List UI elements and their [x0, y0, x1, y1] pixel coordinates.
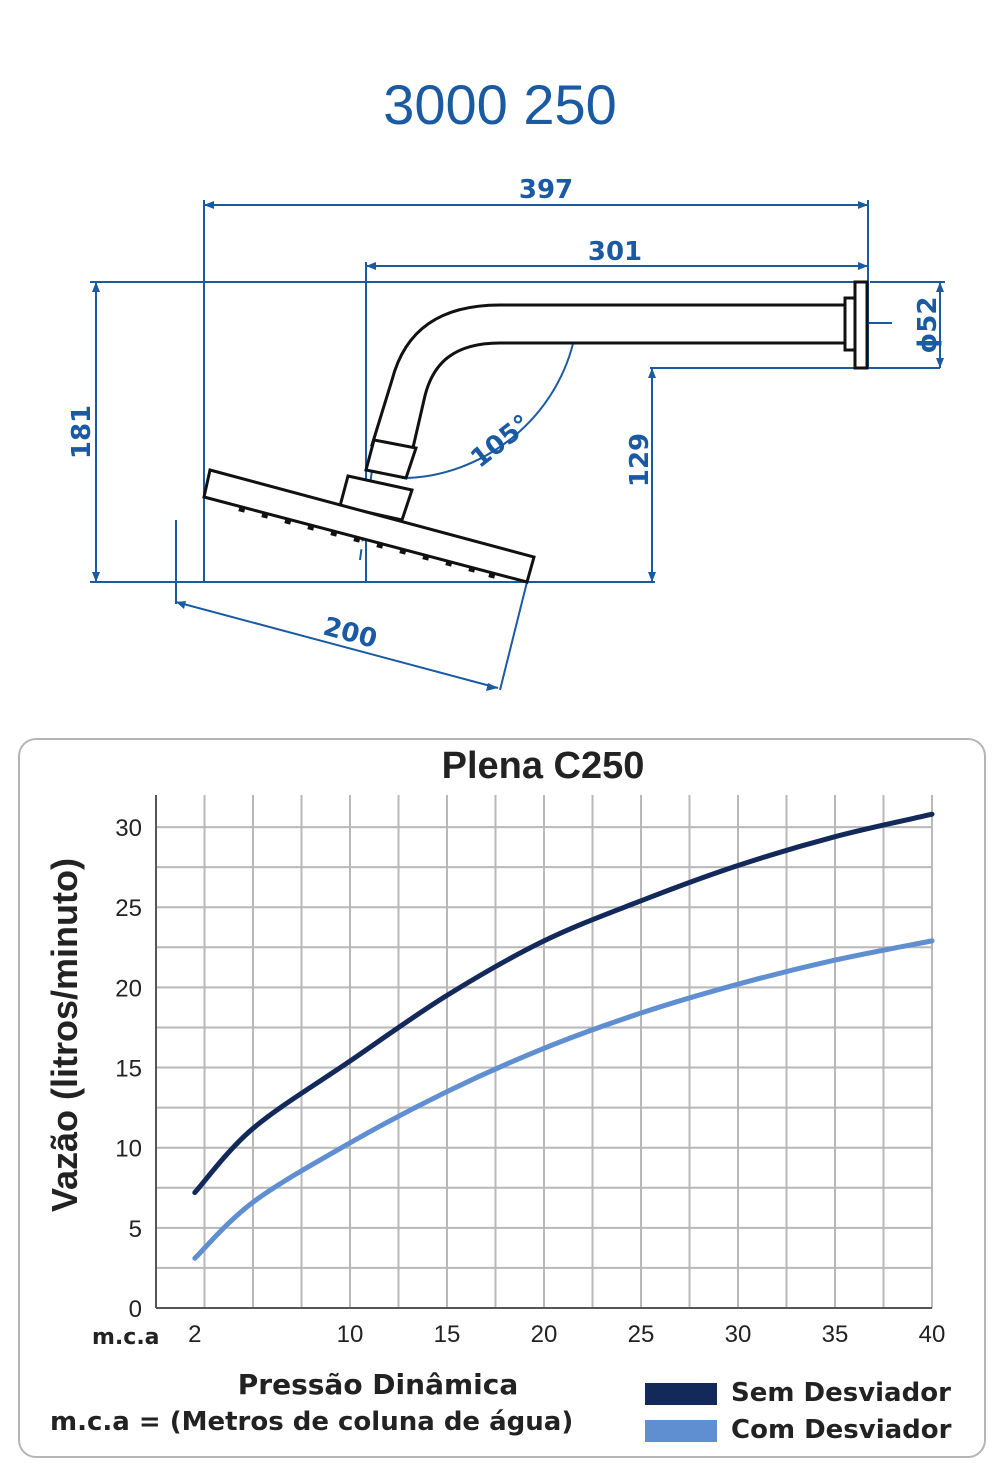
- y-tick-label: 30: [115, 815, 142, 842]
- x-tick-label: 20: [531, 1321, 558, 1348]
- shower-nozzles: [238, 506, 496, 579]
- y-axis-label-wrap: Vazão (litros/minuto): [20, 800, 110, 1270]
- legend-swatch-sem-desviador: [645, 1383, 717, 1405]
- unit-footnote: m.c.a = (Metros de coluna de água): [50, 1407, 574, 1437]
- y-tick-label: 15: [115, 1056, 142, 1083]
- dim-line-200: [175, 601, 499, 689]
- product-code: 3000 250: [383, 73, 617, 136]
- y-tick-label: 25: [115, 895, 142, 922]
- x-tick-label: 10: [337, 1321, 364, 1348]
- dim-diameter: ϕ52: [913, 297, 943, 354]
- x-axis-unit: m.c.a: [92, 1325, 160, 1350]
- wall-flange: [853, 280, 869, 370]
- series-line-sem-desviador: [192, 811, 935, 1196]
- legend-label-com-desviador: Com Desviador: [731, 1415, 952, 1445]
- x-tick-label: 40: [919, 1321, 946, 1348]
- ball-joint: [364, 438, 418, 480]
- x-axis-label: Pressão Dinâmica: [237, 1368, 519, 1401]
- chart-grid: [155, 795, 933, 1309]
- x-tick-label: 25: [628, 1321, 655, 1348]
- legend-label-sem-desviador: Sem Desviador: [731, 1378, 951, 1408]
- dim-arm-length: 301: [588, 237, 642, 267]
- series-line-com-desviador: [192, 938, 935, 1261]
- chart-panel: [18, 738, 986, 1458]
- dim-total-height: 181: [67, 405, 97, 459]
- arrowheads: [92, 201, 944, 691]
- chart-title: Plena C250: [441, 745, 645, 787]
- x-tick-label: 30: [725, 1321, 752, 1348]
- legend-swatch-com-desviador: [645, 1420, 717, 1442]
- x-axis-ticks: 2 10 15 20 25 30 35 40: [188, 1321, 945, 1348]
- x-tick-label: 35: [822, 1321, 849, 1348]
- dim-total-length: 397: [519, 175, 573, 205]
- y-axis-label: Vazão (litros/minuto): [44, 857, 85, 1213]
- shower-head: [202, 468, 536, 584]
- angle-arc: [401, 329, 577, 479]
- technical-drawing: 397 301 181 129 ϕ52 105° 200: [67, 175, 945, 691]
- y-tick-label: 20: [115, 975, 142, 1002]
- y-tick-label: 10: [115, 1136, 142, 1163]
- dim-outlet-height: 129: [625, 433, 655, 487]
- chart-series: [192, 811, 935, 1261]
- x-tick-label: 15: [434, 1321, 461, 1348]
- y-tick-label: 0: [129, 1296, 142, 1323]
- y-axis-ticks: 0 5 10 15 20 25 30: [115, 815, 142, 1323]
- y-tick-label: 5: [129, 1216, 142, 1243]
- x-tick-label: 2: [188, 1321, 201, 1348]
